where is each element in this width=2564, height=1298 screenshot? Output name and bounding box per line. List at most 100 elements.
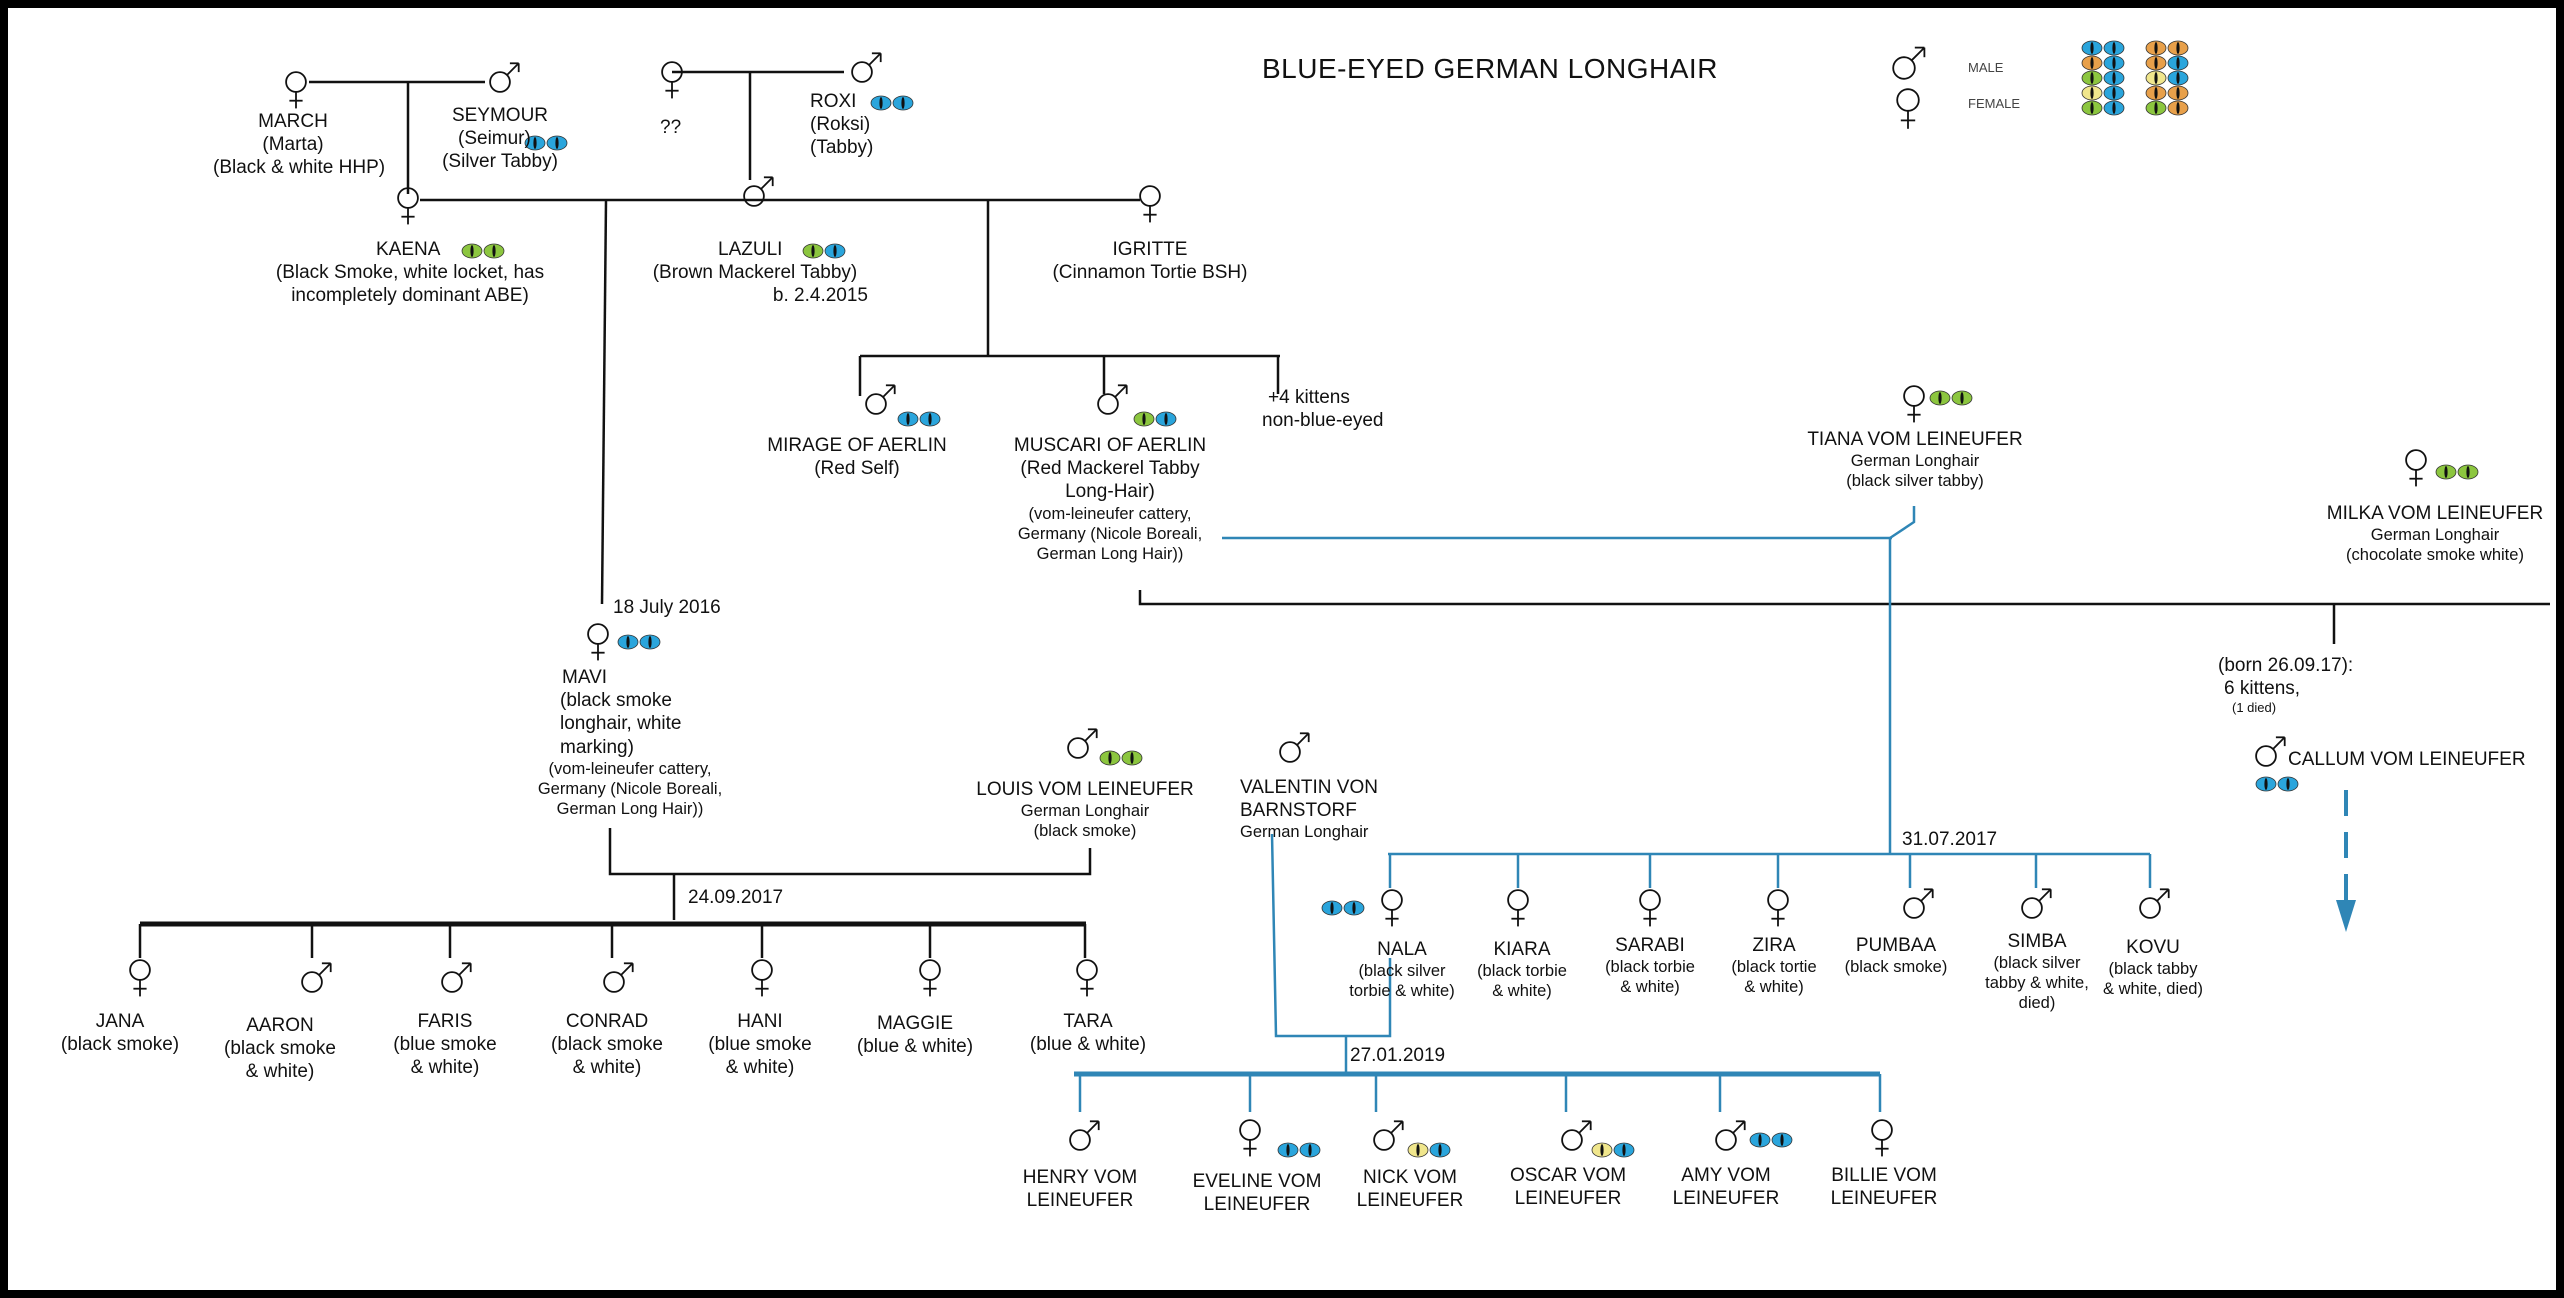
male-icon-roxi — [851, 52, 882, 83]
eyes-milka — [2435, 464, 2479, 480]
kitten-sarabi: SARABI(black torbie& white) — [1605, 935, 1695, 997]
eyes-callum — [2255, 776, 2299, 792]
legend-female-label: FEMALE — [1968, 96, 2021, 111]
eyes-amy — [1749, 1132, 1793, 1148]
eyes-kaena — [461, 243, 505, 259]
cat-seymour: SEYMOUR(Seimur)(Silver Tabby) — [442, 105, 558, 173]
female-icon-tara — [1076, 959, 1098, 997]
eyes-louis — [1099, 750, 1143, 766]
callum-arrow-head — [2336, 900, 2356, 932]
legend-eyes-row-0-a — [2081, 40, 2125, 56]
kitten-zira: ZIRA(black tortie& white) — [1731, 935, 1817, 997]
eyes-tiana — [1929, 390, 1973, 406]
male-icon-henry — [1069, 1120, 1100, 1151]
kitten-hani: HANI(blue smoke& white) — [708, 1011, 812, 1079]
eyes-mirage — [897, 411, 941, 427]
male-icon-kovu — [2139, 888, 2170, 919]
kitten-tara: TARA(blue & white) — [1029, 1011, 1147, 1056]
kitten-kovu: KOVU(black tabby& white, died) — [2103, 937, 2203, 999]
male-icon-lazuli — [743, 176, 774, 207]
male-icon-pumbaa — [1903, 888, 1934, 919]
litter-date-2017-07: 31.07.2017 — [1902, 829, 1998, 850]
female-icon-sarabi — [1639, 889, 1661, 927]
kitten-pumbaa: PUMBAA(black smoke) — [1844, 935, 1948, 977]
legend-eyes-row-4-b — [2145, 100, 2189, 116]
kitten-kiara: KIARA(black torbie& white) — [1477, 939, 1567, 1001]
female-icon-hani — [751, 959, 773, 997]
legend-eyes-row-1-a — [2081, 55, 2125, 71]
litter-date-2019: 27.01.2019 — [1350, 1045, 1446, 1066]
litter-date-2017-09: 24.09.2017 — [688, 887, 784, 908]
eyes-nick — [1407, 1142, 1451, 1158]
cat-roxi: ROXI(Roksi)(Tabby) — [810, 91, 874, 159]
female-icon-eveline — [1239, 1119, 1261, 1157]
male-icon-conrad — [603, 962, 634, 993]
legend-eyes-row-2-b — [2145, 70, 2189, 86]
eyes-seymour — [524, 135, 568, 151]
kitten-faris: FARIS(blue smoke& white) — [393, 1011, 497, 1079]
female-icon-billie — [1871, 1119, 1893, 1157]
diagram-title: BLUE-EYED GERMAN LONGHAIR — [1262, 53, 1718, 84]
male-icon-louis — [1067, 728, 1098, 759]
kitten-maggie: MAGGIE(blue & white) — [856, 1013, 974, 1058]
male-icon-callum — [2255, 736, 2286, 767]
female-icon-zira — [1767, 889, 1789, 927]
kitten-jana: JANA(black smoke) — [60, 1011, 180, 1056]
legend-eyes-row-4-a — [2081, 100, 2125, 116]
male-icon-seymour — [489, 62, 520, 93]
eyes-mavi — [617, 634, 661, 650]
male-icon-simba — [2021, 888, 2052, 919]
cat-igritte: IGRITTE(Cinnamon Tortie BSH) — [1052, 239, 1248, 284]
legend-male-label: MALE — [1968, 60, 2004, 75]
eyes-lazuli — [802, 243, 846, 259]
female-icon-maggie — [919, 959, 941, 997]
legend-eyes-row-2-a — [2081, 70, 2125, 86]
female-icon-unknown — [661, 61, 683, 99]
eyes-roxi — [870, 95, 914, 111]
female-icon-jana — [129, 959, 151, 997]
kitten-aaron: AARON(black smoke& white) — [224, 1015, 336, 1083]
male-icon-aaron — [301, 962, 332, 993]
male-icon-amy — [1715, 1120, 1746, 1151]
legend-male-icon — [1892, 46, 1926, 80]
female-icon-kiara — [1507, 889, 1529, 927]
kitten-conrad: CONRAD(black smoke& white) — [551, 1011, 663, 1079]
line-muscari-milka — [1138, 590, 2550, 606]
eyes-nala — [1321, 900, 1365, 916]
eyes-eveline — [1277, 1142, 1321, 1158]
female-icon-march — [285, 71, 307, 109]
milka-litter-info: (born 26.09.17):6 kittens,(1 died) — [2218, 655, 2354, 716]
male-icon-nick — [1373, 1120, 1404, 1151]
legend-eyes-row-3-b — [2145, 85, 2189, 101]
legend-female-icon — [1896, 88, 1920, 129]
cat-callum: CALLUM VOM LEINEUFER — [2288, 749, 2526, 770]
mavi-birth-date: 18 July 2016 — [613, 597, 721, 618]
line-kaena-lazuli-to-mavi — [600, 199, 608, 605]
legend-eyes-row-1-b — [2145, 55, 2189, 71]
eyes-oscar — [1591, 1142, 1635, 1158]
female-icon-igritte — [1139, 185, 1161, 223]
eyes-muscari — [1133, 411, 1177, 427]
line-mavi-louis — [608, 828, 1092, 876]
male-icon-mirage — [865, 384, 896, 415]
male-icon-oscar — [1561, 1120, 1592, 1151]
cat-march: MARCH(Marta)(Black & white HHP) — [213, 111, 386, 179]
legend-eyes-row-0-b — [2145, 40, 2189, 56]
line-valentin-nala — [1270, 833, 1392, 1038]
